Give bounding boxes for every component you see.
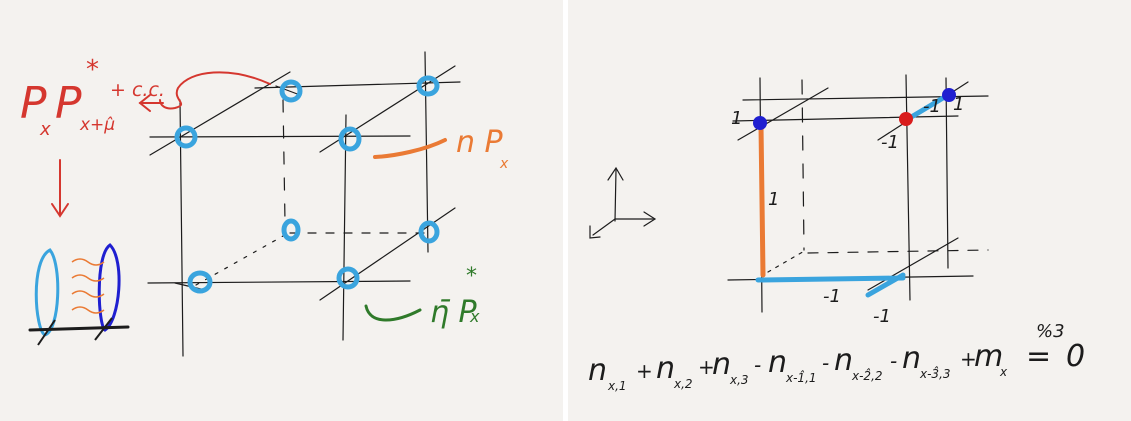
eta-marker xyxy=(364,304,422,322)
eq-m: m xyxy=(974,339,1003,374)
lattice-lines xyxy=(147,51,461,357)
node-back-bottom-left xyxy=(281,218,301,242)
eq-n4-sub: x-1̂,1 xyxy=(785,369,817,385)
term-sub-x: x xyxy=(39,119,51,140)
left-panel: P x P * x+μ̂ + c.c. n P x η̄ P * x xyxy=(0,0,563,421)
eq-n2-sub: x,2 xyxy=(673,377,693,391)
blue-edge-diag-bottom xyxy=(865,272,906,298)
np-marker xyxy=(373,138,447,159)
node-front-bottom-right xyxy=(336,266,360,290)
axes-icon xyxy=(589,166,657,239)
node-front-top-left xyxy=(174,125,198,149)
eq-n1-sub: x,1 xyxy=(607,379,627,393)
eq-n1: n xyxy=(588,353,607,388)
term-cc: + c.c. xyxy=(110,79,165,101)
node-front-bottom-left xyxy=(187,270,213,294)
eta-label: η̄ P xyxy=(430,295,478,330)
left-lattice-diagram: P x P * x+μ̂ + c.c. n P x η̄ P * x xyxy=(20,51,509,357)
eta-sup: * xyxy=(466,264,477,289)
eq-minus2: - xyxy=(822,351,829,375)
eq-zero: 0 xyxy=(1066,339,1085,374)
node-back-bottom-right xyxy=(418,220,440,244)
label-bottom-neg1: -1 xyxy=(823,286,841,307)
blue-edge-bottom xyxy=(755,275,906,283)
label-top-right-neg1-b: -1 xyxy=(923,96,941,117)
eq-equals: = xyxy=(1026,339,1051,374)
eq-n4: n xyxy=(768,345,787,380)
node-blue-left xyxy=(753,116,767,130)
node-back-top-left xyxy=(279,79,303,103)
node-back-top-right xyxy=(416,75,440,97)
label-top-right-1: 1 xyxy=(953,94,964,115)
constraint-equation: n x,1 + n x,2 + n x,3 - n x-1̂,1 - n x-2… xyxy=(588,321,1085,393)
flux-tube-sketch xyxy=(28,243,130,346)
eq-plus1: + xyxy=(636,359,653,383)
eq-n3: n xyxy=(712,347,731,382)
eq-minus3: - xyxy=(890,349,897,373)
eq-n5-sub: x-2̂,2 xyxy=(851,367,883,383)
blue-edge-diag-top xyxy=(905,92,951,122)
label-top-right-neg1: -1 xyxy=(881,132,899,153)
node-blue-right xyxy=(942,88,956,102)
lattice-nodes xyxy=(174,75,440,294)
orange-edge xyxy=(758,123,766,278)
eq-m-sub: x xyxy=(999,365,1008,379)
right-lattice-diagram: 1 1 -1 -1 1 -1 -1 n x,1 + n x,2 + n x,3 … xyxy=(588,74,1085,393)
label-bottom-neg1-b: -1 xyxy=(873,306,891,327)
term-p: P xyxy=(20,78,47,129)
eq-n6: n xyxy=(902,341,921,376)
label-vertical-1: 1 xyxy=(768,189,779,210)
hopping-arrow xyxy=(51,71,271,218)
eta-sub: x xyxy=(469,307,480,326)
eq-minus1: - xyxy=(754,353,761,377)
eq-n6-sub: x-3̂,3 xyxy=(919,365,951,381)
eq-plus2: + xyxy=(698,355,715,379)
eq-n5: n xyxy=(834,343,853,378)
node-red xyxy=(899,112,913,126)
eq-n2: n xyxy=(656,351,675,386)
right-panel: 1 1 -1 -1 1 -1 -1 n x,1 + n x,2 + n x,3 … xyxy=(568,0,1131,421)
eq-n3-sub: x,3 xyxy=(729,373,749,387)
node-front-top-right xyxy=(338,126,362,152)
term-star: * xyxy=(86,55,99,85)
np-sub: x xyxy=(499,156,509,172)
term-p-conj: P xyxy=(55,78,82,129)
term-sub-x-mu: x+μ̂ xyxy=(79,115,115,135)
np-label: n P xyxy=(456,125,504,160)
eq-plus3: + xyxy=(960,347,977,371)
eq-mod: %3 xyxy=(1036,321,1065,342)
label-top-left-1: 1 xyxy=(731,108,742,129)
